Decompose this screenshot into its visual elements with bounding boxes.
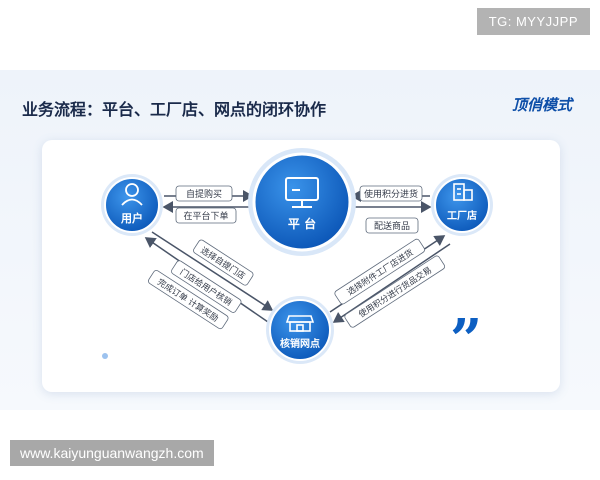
edge-label-user-platform-2: 在平台下单 <box>175 207 237 224</box>
page-title: 业务流程：平台、工厂店、网点的闭环协作 <box>22 100 327 119</box>
edge-label-factory-platform-2: 配送商品 <box>365 217 419 234</box>
svg-text:平 台: 平 台 <box>288 216 316 231</box>
svg-text:用户: 用户 <box>121 211 143 225</box>
edge-label-factory-platform-1: 使用积分进货 <box>359 185 423 202</box>
store-icon <box>285 315 315 332</box>
user-icon <box>121 183 143 206</box>
building-icon <box>453 183 473 201</box>
svg-text:工厂店: 工厂店 <box>447 209 477 222</box>
mode-label: 顶俏模式 <box>511 96 572 114</box>
edge-label-user-platform-1: 自提购买 <box>175 185 233 202</box>
watermark-tag: TG: MYYJJPP <box>476 8 590 35</box>
connector-user-outlet-a <box>151 231 274 311</box>
quote-mark-icon: ” <box>450 307 483 373</box>
node-user: 用户 <box>101 174 163 236</box>
svg-text:配送商品: 配送商品 <box>374 220 410 232</box>
monitor-icon <box>285 177 319 208</box>
svg-text:使用积分进货: 使用积分进货 <box>364 188 418 200</box>
decor-dot <box>102 353 108 359</box>
node-outlet: 核销网点 <box>266 296 334 364</box>
node-platform: 平 台 <box>248 148 356 256</box>
svg-text:在平台下单: 在平台下单 <box>183 210 228 222</box>
svg-text:自提购买: 自提购买 <box>186 188 222 200</box>
node-factory: 工厂店 <box>431 174 493 236</box>
svg-text:核销网点: 核销网点 <box>280 337 320 350</box>
footer-url: www.kaiyunguanwangzh.com <box>10 440 214 466</box>
connector-outlet-factory-b <box>332 243 451 323</box>
svg-text:选择自提门店: 选择自提门店 <box>198 245 247 282</box>
